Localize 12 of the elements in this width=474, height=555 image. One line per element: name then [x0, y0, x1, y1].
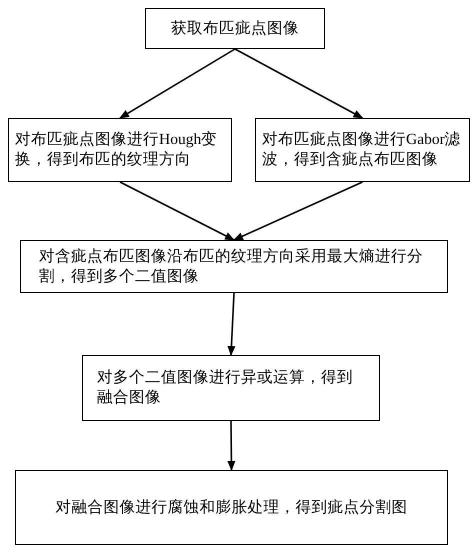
- arrow: [234, 48, 364, 119]
- arrow: [120, 181, 235, 241]
- process-box: 对融合图像进行腐蚀和膨胀处理，得到疵点分割图: [15, 470, 448, 545]
- process-box: 获取布匹疵点图像: [145, 8, 325, 49]
- process-box: 对布匹疵点图像进行Hough变换，得到布匹的纹理方向: [8, 118, 232, 182]
- process-box: 对布匹疵点图像进行Gabor滤波，得到含疵点布匹图像: [255, 118, 470, 182]
- process-box: 对含疵点布匹图像沿布匹的纹理方向采用最大熵进行分割，得到多个二值图像: [20, 240, 448, 293]
- arrow: [227, 421, 236, 471]
- arrow: [233, 181, 363, 241]
- arrow: [119, 48, 236, 119]
- process-box: 对多个二值图像进行异或运算，得到融合图像: [82, 355, 380, 421]
- arrow: [227, 292, 236, 356]
